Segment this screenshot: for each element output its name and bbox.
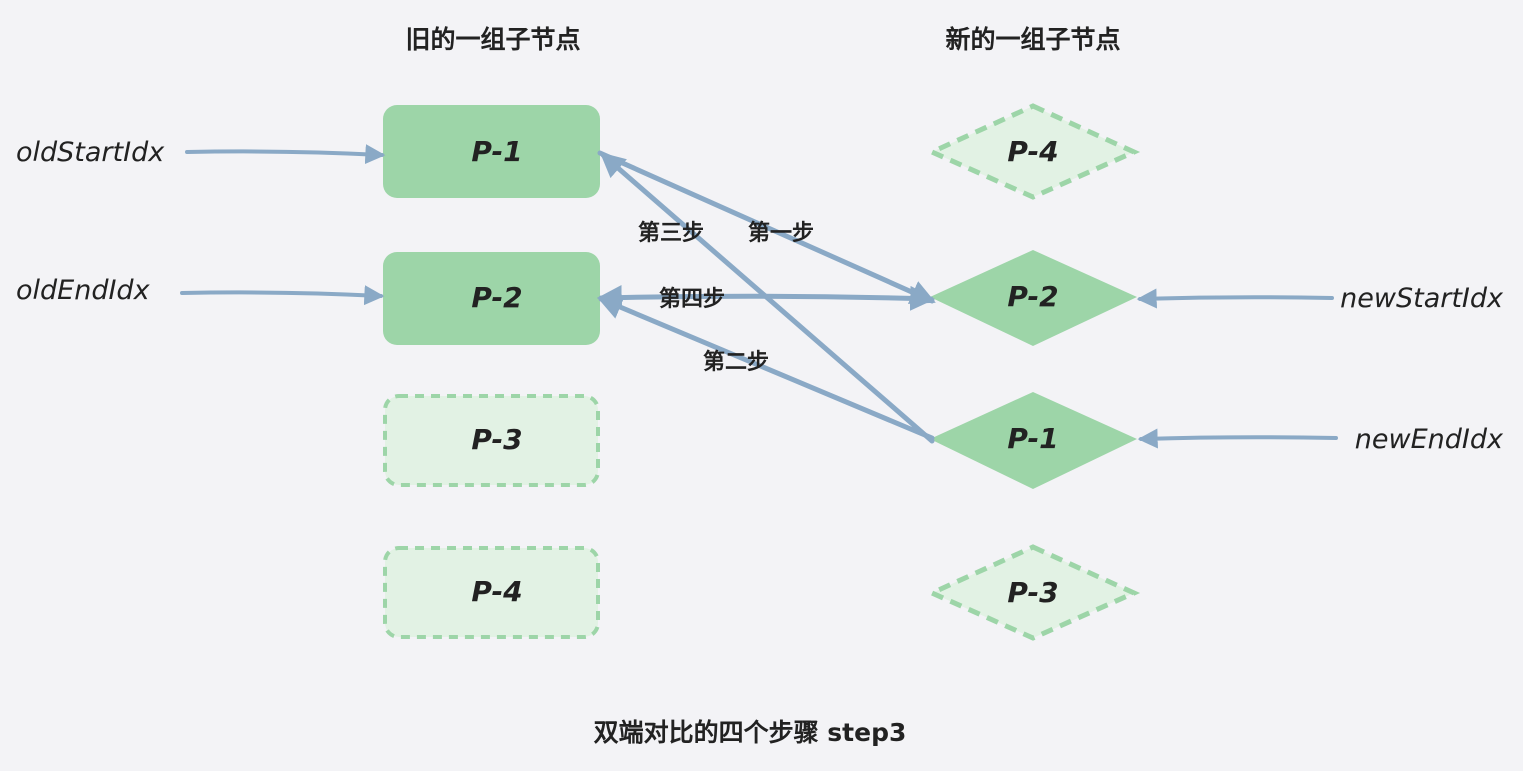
- new-end-idx-label: newEndIdx: [1355, 424, 1504, 455]
- step-one-label: 第一步: [748, 220, 814, 246]
- new-node-1: P-4: [925, 103, 1141, 200]
- old-end-idx-label: oldEndIdx: [16, 275, 151, 306]
- new-start-idx-label: newStartIdx: [1340, 283, 1504, 314]
- new-node-3: P-1: [930, 392, 1137, 489]
- new-node-4: P-3: [925, 544, 1141, 641]
- old-node-3: P-3: [383, 394, 600, 487]
- step-three-label: 第三步: [638, 220, 704, 246]
- new-node-1-label: P-4: [1007, 135, 1058, 168]
- step-four-label: 第四步: [659, 286, 725, 312]
- new-node-2-label: P-2: [1007, 280, 1058, 313]
- old-node-1: P-1: [383, 105, 600, 198]
- old-node-4-label: P-4: [471, 575, 522, 608]
- new-node-3-label: P-1: [1007, 422, 1058, 455]
- step-two-label: 第二步: [703, 349, 769, 375]
- old-start-idx-label: oldStartIdx: [16, 137, 165, 168]
- step-one-arrow: [597, 150, 936, 304]
- new-children-heading: 新的一组子节点: [945, 25, 1120, 54]
- old-node-3-label: P-3: [471, 423, 522, 456]
- step-four-arrow: [596, 285, 936, 311]
- old-children-heading: 旧的一组子节点: [405, 25, 580, 54]
- old-node-4: P-4: [383, 546, 600, 639]
- new-start-idx-arrow: [1136, 288, 1334, 309]
- diagram-caption: 双端对比的四个步骤 step3: [594, 718, 907, 747]
- old-node-2: P-2: [383, 252, 600, 345]
- old-end-idx-arrow: [180, 285, 385, 306]
- old-node-1-label: P-1: [471, 135, 522, 168]
- new-node-2: P-2: [930, 250, 1137, 346]
- new-node-4-label: P-3: [1007, 576, 1058, 609]
- new-end-idx-arrow: [1137, 428, 1338, 449]
- step-two-arrow: [597, 295, 935, 441]
- old-node-2-label: P-2: [471, 281, 522, 314]
- old-start-idx-arrow: [185, 144, 386, 165]
